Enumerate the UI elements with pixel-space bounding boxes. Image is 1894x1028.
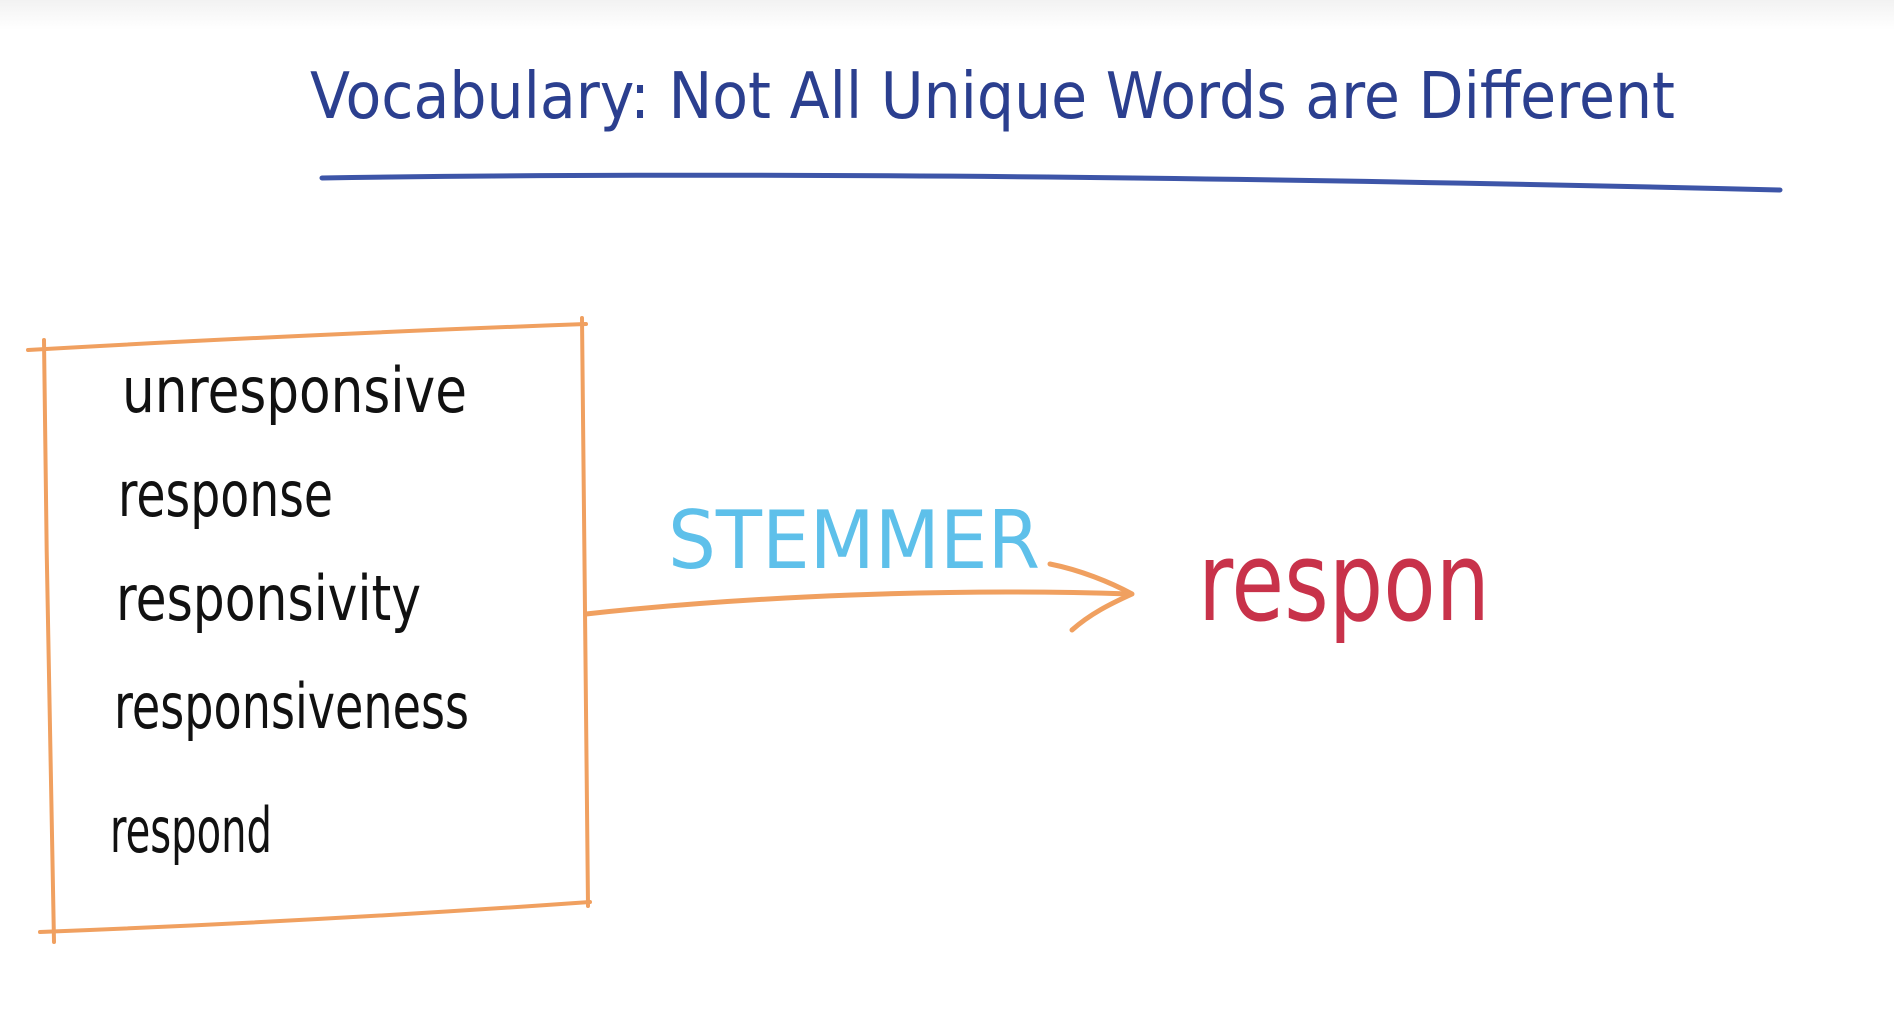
stemmer-label: STEMMER — [668, 494, 1040, 587]
word-item-response: response — [118, 458, 333, 531]
title-underline — [319, 172, 1783, 193]
word-item-respond: respond — [110, 794, 272, 867]
stem-result: respon — [1198, 518, 1490, 646]
word-item-responsiveness: responsiveness — [114, 670, 469, 743]
stemmer-arrow — [583, 561, 1135, 633]
word-item-unresponsive: unresponsive — [122, 354, 467, 427]
word-box — [26, 316, 592, 944]
page-title: Vocabulary: Not All Unique Words are Dif… — [310, 60, 1675, 134]
word-item-responsivity: responsivity — [116, 562, 421, 635]
